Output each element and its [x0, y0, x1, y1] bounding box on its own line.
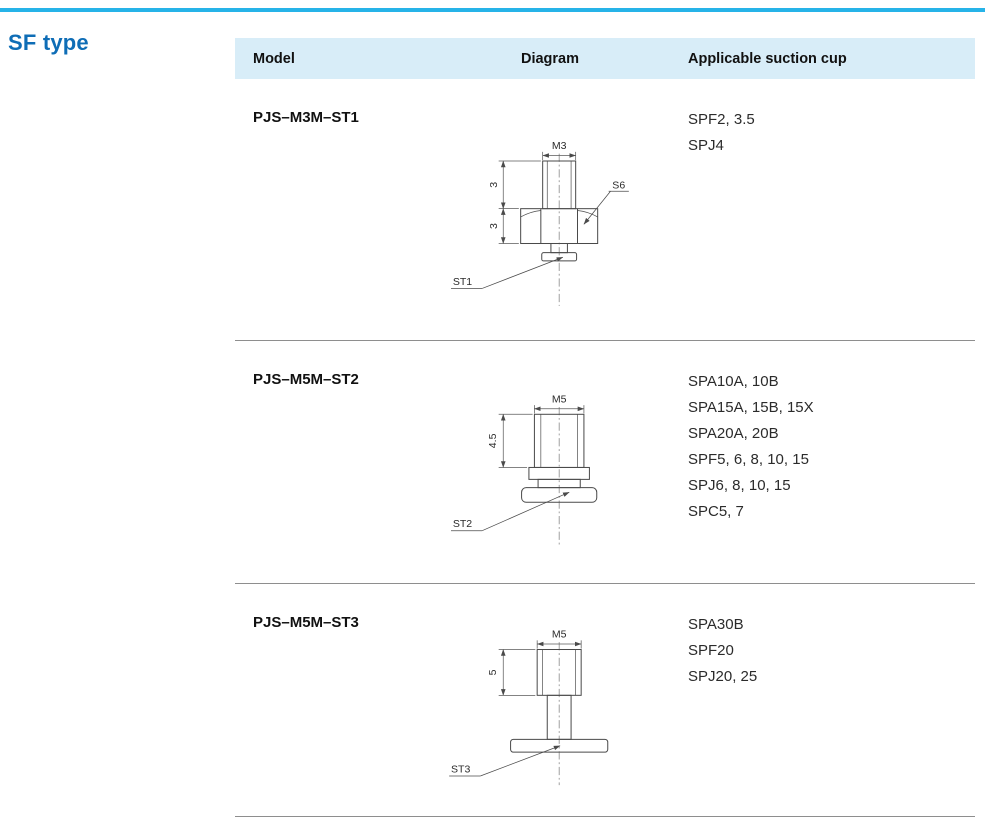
thread-size-label: M5 [552, 629, 567, 641]
dimension-label: 5 [487, 669, 499, 675]
model-name: PJS–M5M–ST3 [253, 614, 359, 631]
table-row: PJS–M5M–ST2 M5 [235, 341, 975, 584]
left-dimensions: 5 [487, 649, 536, 696]
cup-item: SPJ4 [688, 137, 724, 154]
thread-size-label: M3 [552, 140, 567, 152]
dimension-label: 3 [488, 223, 500, 229]
cup-item: SPF5, 6, 8, 10, 15 [688, 451, 809, 468]
cup-item: SPA30B [688, 616, 744, 633]
diagram-cell: M3 S6 [440, 79, 660, 340]
tip-label: ST2 [453, 518, 472, 530]
diagram-cell: M5 5 ST3 [440, 584, 660, 816]
cup-item: SPC5, 7 [688, 503, 744, 520]
thread-size-label: M5 [552, 393, 567, 405]
thread-dimension: M5 [534, 393, 585, 414]
diagram-st2: M5 4.5 ST [451, 393, 598, 545]
hex-nut [520, 208, 599, 245]
stem-and-flange [510, 694, 609, 753]
cup-item: SPJ20, 25 [688, 668, 758, 685]
left-dimensions: 3 3 [488, 160, 541, 244]
applicable-cups-list: SPA10A, 10B SPA15A, 15B, 15X SPA20A, 20B… [660, 341, 975, 583]
header-model: Model [253, 50, 295, 67]
diagram-st1: M3 S6 [451, 140, 629, 306]
cup-item: SPJ6, 8, 10, 15 [688, 477, 791, 494]
thread-dimension: M3 [542, 140, 577, 161]
top-accent-bar [0, 8, 985, 12]
tip-callout: ST1 [451, 256, 564, 289]
cup-item: SPA10A, 10B [688, 373, 779, 390]
tip-label: ST3 [451, 763, 470, 775]
header-diagram: Diagram [520, 50, 580, 67]
section-title: SF type [8, 30, 89, 55]
product-table: Model Diagram Applicable suction cup PJS… [235, 38, 975, 817]
left-dimensions: 4.5 [487, 413, 533, 468]
tip-label: ST1 [453, 276, 472, 288]
diagram-st3: M5 5 ST3 [449, 629, 609, 786]
tip-callout: ST3 [449, 745, 561, 777]
cup-item: SPF20 [688, 642, 734, 659]
hex-callout: S6 [583, 180, 629, 225]
tip-callout: ST2 [451, 491, 570, 532]
cup-item: SPF2, 3.5 [688, 111, 755, 128]
cup-item: SPA20A, 20B [688, 425, 779, 442]
table-header-row: Model Diagram Applicable suction cup [235, 38, 975, 79]
model-name: PJS–M3M–ST1 [253, 109, 359, 126]
dimension-label: 3 [488, 182, 500, 188]
hex-size-label: S6 [612, 180, 625, 192]
collar-and-flange [521, 466, 598, 503]
model-name: PJS–M5M–ST2 [253, 371, 359, 388]
header-applicable-suction-cup: Applicable suction cup [688, 50, 847, 67]
applicable-cups-list: SPF2, 3.5 SPJ4 [660, 79, 975, 340]
table-row: PJS–M5M–ST3 M5 [235, 584, 975, 817]
cup-item: SPA15A, 15B, 15X [688, 399, 814, 416]
dimension-label: 4.5 [487, 433, 499, 448]
thread-section [536, 648, 582, 696]
table-row: PJS–M3M–ST1 M3 [235, 79, 975, 341]
applicable-cups-list: SPA30B SPF20 SPJ20, 25 [660, 584, 975, 816]
diagram-cell: M5 4.5 ST [440, 341, 660, 583]
thread-dimension: M5 [536, 629, 582, 649]
